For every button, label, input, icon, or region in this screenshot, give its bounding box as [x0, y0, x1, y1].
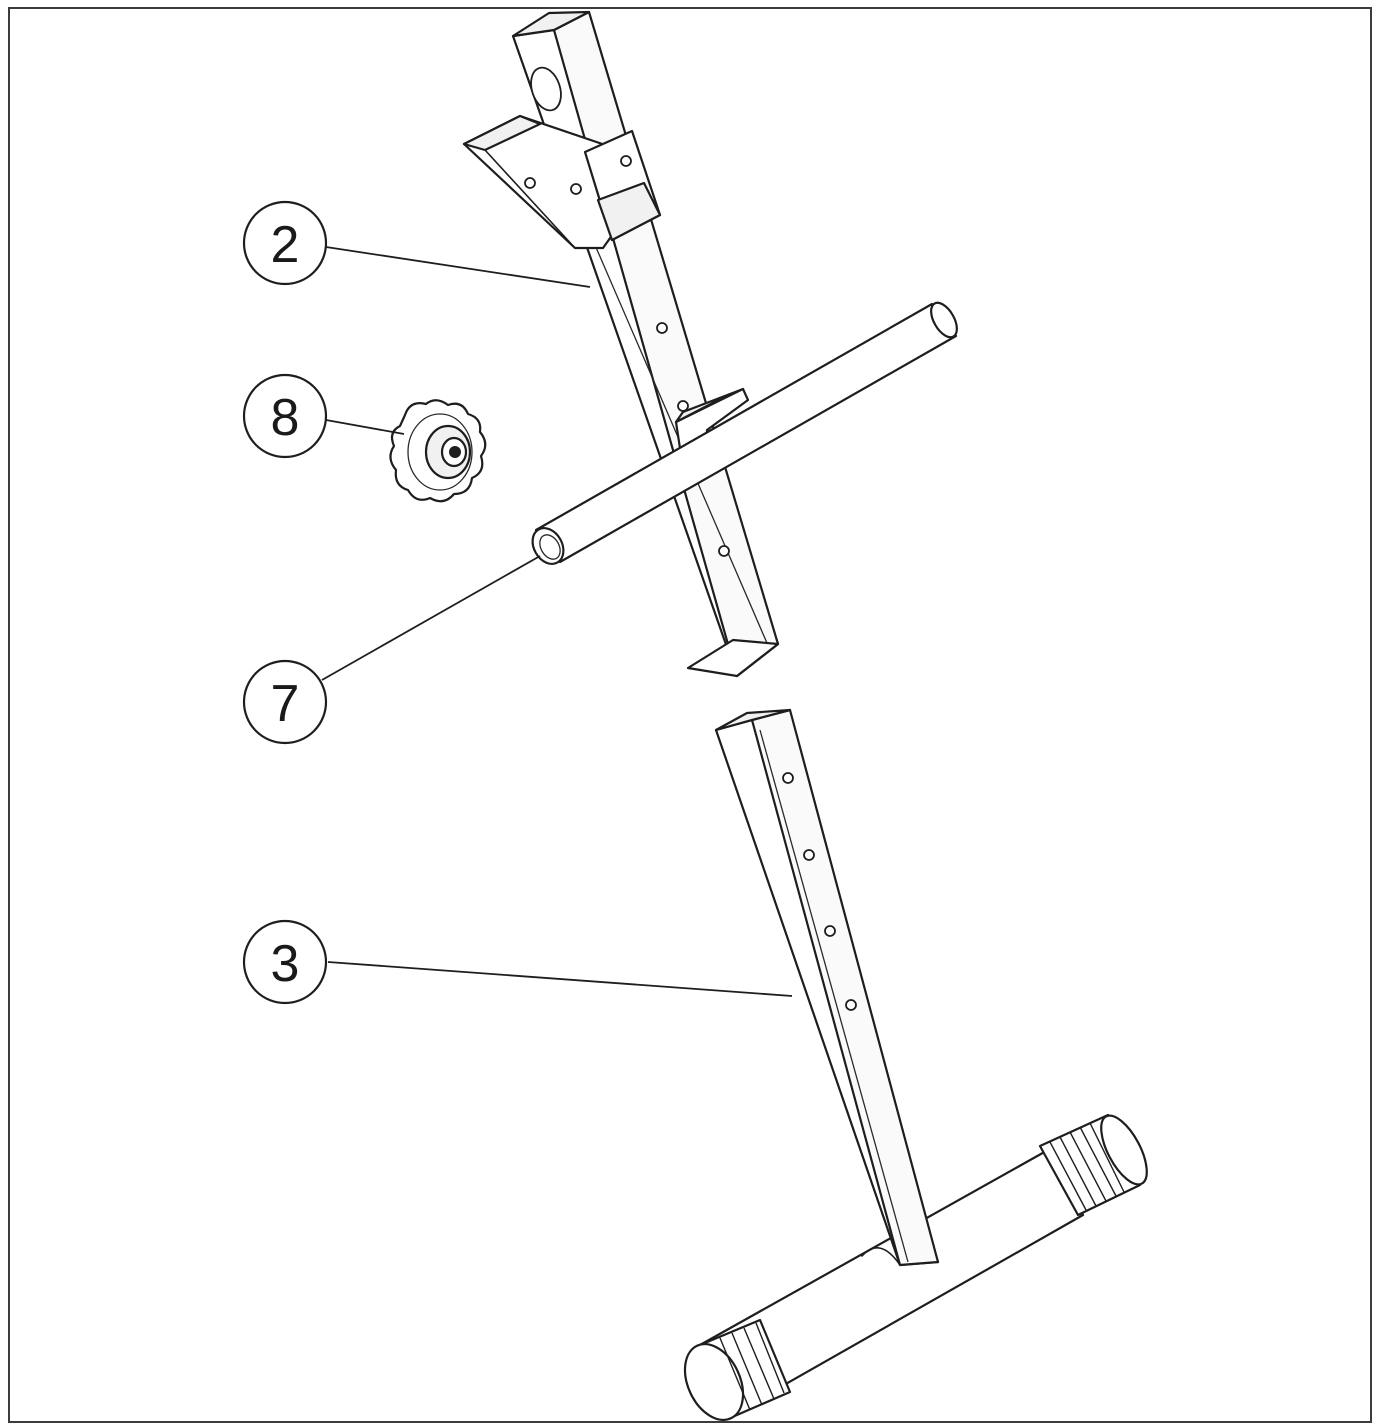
leader-2: [325, 246, 591, 288]
base-upright-top-opening: [714, 708, 792, 732]
callout-2-label: 2: [271, 216, 300, 274]
right-cap-ribs: [1049, 1122, 1125, 1211]
part-cross-bar: [531, 301, 958, 565]
callout-3: 3: [242, 919, 328, 1005]
leader-7: [321, 555, 541, 681]
callout-7-label: 7: [271, 675, 300, 733]
left-cap-ribs: [719, 1322, 785, 1411]
part-base-upright: [683, 708, 1148, 1421]
callout-3-label: 3: [271, 935, 300, 993]
diagram-frame: [8, 7, 1372, 1423]
left-cap-face: [683, 1343, 745, 1421]
callout-8: 8: [242, 373, 328, 459]
cross-bar-open-end: [531, 527, 565, 565]
part-upper-upright: [462, 10, 780, 678]
callout-8-label: 8: [271, 389, 300, 447]
part-knob: [389, 399, 487, 503]
leader-3: [327, 961, 793, 997]
knob-bolt-hole: [449, 446, 461, 458]
callout-2: 2: [242, 200, 328, 286]
pivot-hole: [530, 66, 562, 112]
callout-7: 7: [242, 659, 328, 745]
leader-8: [325, 419, 405, 435]
